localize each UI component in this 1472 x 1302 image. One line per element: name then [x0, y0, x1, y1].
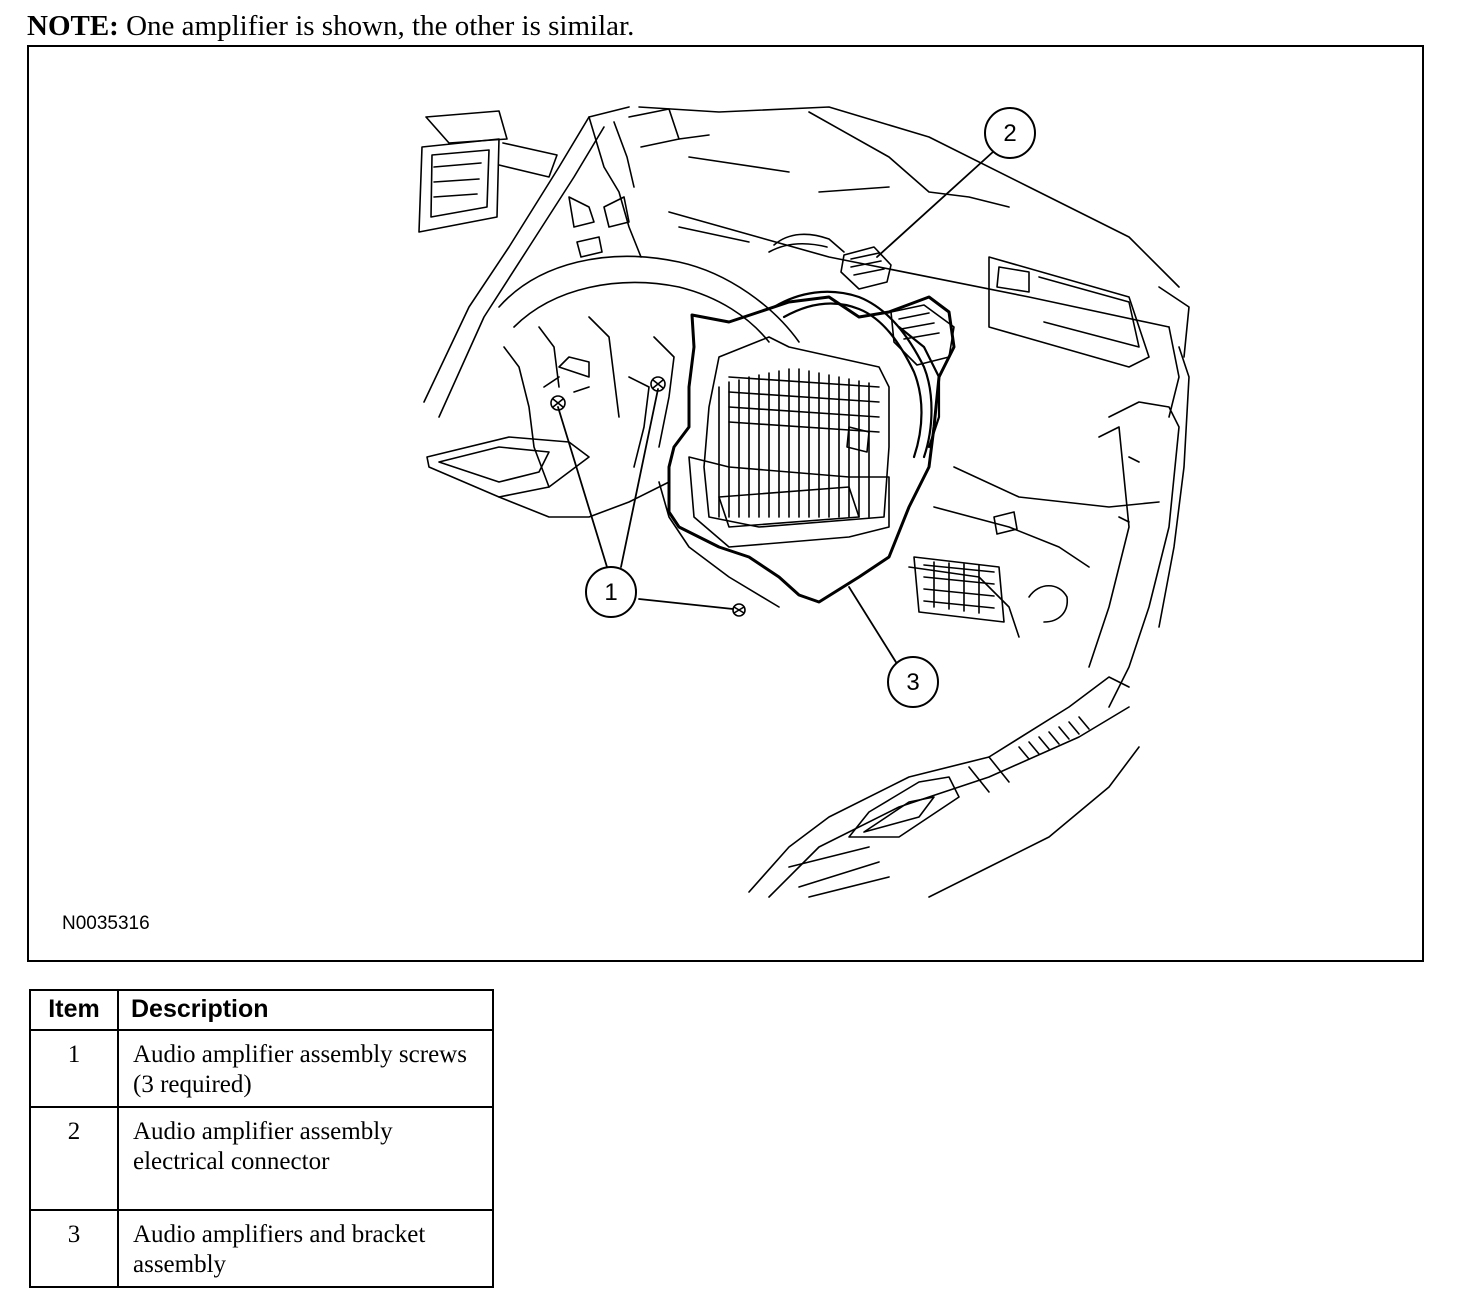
roof-lines-drawing [638, 106, 1190, 418]
amplifier-illustration: 1 2 3 [418, 106, 1190, 898]
rear-pillar-drawing [1088, 346, 1190, 708]
amplifier-body-drawing [688, 336, 890, 548]
wall-screw-drawing [550, 376, 746, 617]
item-description: Audio amplifier assembly electrical conn… [117, 1106, 494, 1211]
bracket-outline-drawing [667, 295, 956, 604]
floor-plate-drawing [426, 436, 780, 608]
callout-1 [585, 566, 637, 618]
item-number: 1 [29, 1029, 119, 1108]
left-pillar-drawing [423, 106, 710, 418]
table-row: 1 Audio amplifier assembly screws (3 req… [29, 1029, 494, 1108]
header-description: Description [117, 989, 494, 1031]
item-description-table: Item Description 1 Audio amplifier assem… [29, 989, 494, 1288]
trunk-opening-drawing [908, 466, 1160, 638]
table-row: 2 Audio amplifier assembly electrical co… [29, 1106, 494, 1211]
wheel-well-drawing [498, 255, 800, 488]
rear-sill-drawing [748, 676, 1140, 898]
illustration-frame: 1 2 3 N0035316 [27, 45, 1424, 962]
item-number: 3 [29, 1209, 119, 1288]
callout-2-label: 2 [1003, 120, 1016, 147]
table-header-row: Item Description [29, 989, 494, 1031]
header-item: Item [29, 989, 119, 1031]
electrical-connector-drawing [768, 233, 955, 366]
item-description: Audio amplifier assembly screws (3 requi… [117, 1029, 494, 1108]
leader-lines-drawing [557, 150, 995, 668]
callout-3-label: 3 [906, 669, 919, 696]
dashboard-area-drawing [418, 110, 558, 233]
note-label: NOTE: [27, 10, 119, 42]
table-row: 3 Audio amplifiers and bracket assembly [29, 1209, 494, 1288]
item-description: Audio amplifiers and bracket assembly [117, 1209, 494, 1288]
note-body: One amplifier is shown, the other is sim… [126, 10, 635, 42]
callout-1-label: 1 [604, 579, 617, 606]
callout-2 [984, 107, 1036, 159]
item-number: 2 [29, 1106, 119, 1211]
figure-id: N0035316 [62, 913, 150, 934]
callout-3 [887, 656, 939, 708]
note-text: NOTE: One amplifier is shown, the other … [27, 8, 634, 44]
